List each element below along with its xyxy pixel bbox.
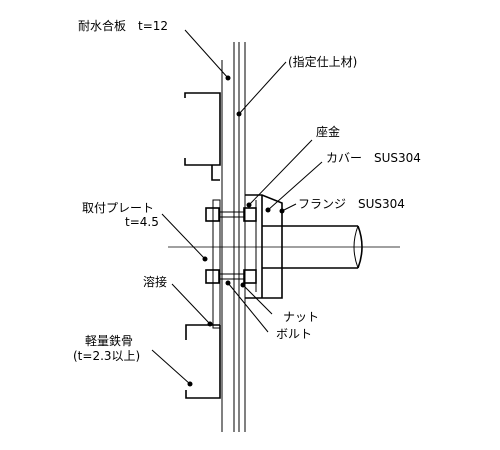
label-wall-panel: 耐水合板 t=12 <box>78 18 168 33</box>
label-weld: 溶接 <box>143 274 167 289</box>
label-steel-thickness: (t=2.3以上) <box>73 349 140 363</box>
label-plate-thickness: t=4.5 <box>125 215 159 229</box>
label-nut: ナット <box>283 310 319 324</box>
label-washer: 座金 <box>316 124 340 139</box>
leader-lines <box>151 29 323 387</box>
labels: 耐水合板 t=12 (指定仕上材) 座金 カバー SUS304 フランジ SUS… <box>73 18 421 363</box>
steel-channels <box>184 92 221 399</box>
label-finish: (指定仕上材) <box>288 54 357 69</box>
label-steel: 軽量鉄骨 <box>85 333 133 348</box>
label-bolt: ボルト <box>276 327 312 341</box>
label-plate: 取付プレート <box>82 201 154 215</box>
label-cover: カバー SUS304 <box>326 151 421 165</box>
mounting-plate <box>212 199 221 329</box>
label-flange: フランジ SUS304 <box>298 197 405 211</box>
wall-layers <box>221 42 246 432</box>
